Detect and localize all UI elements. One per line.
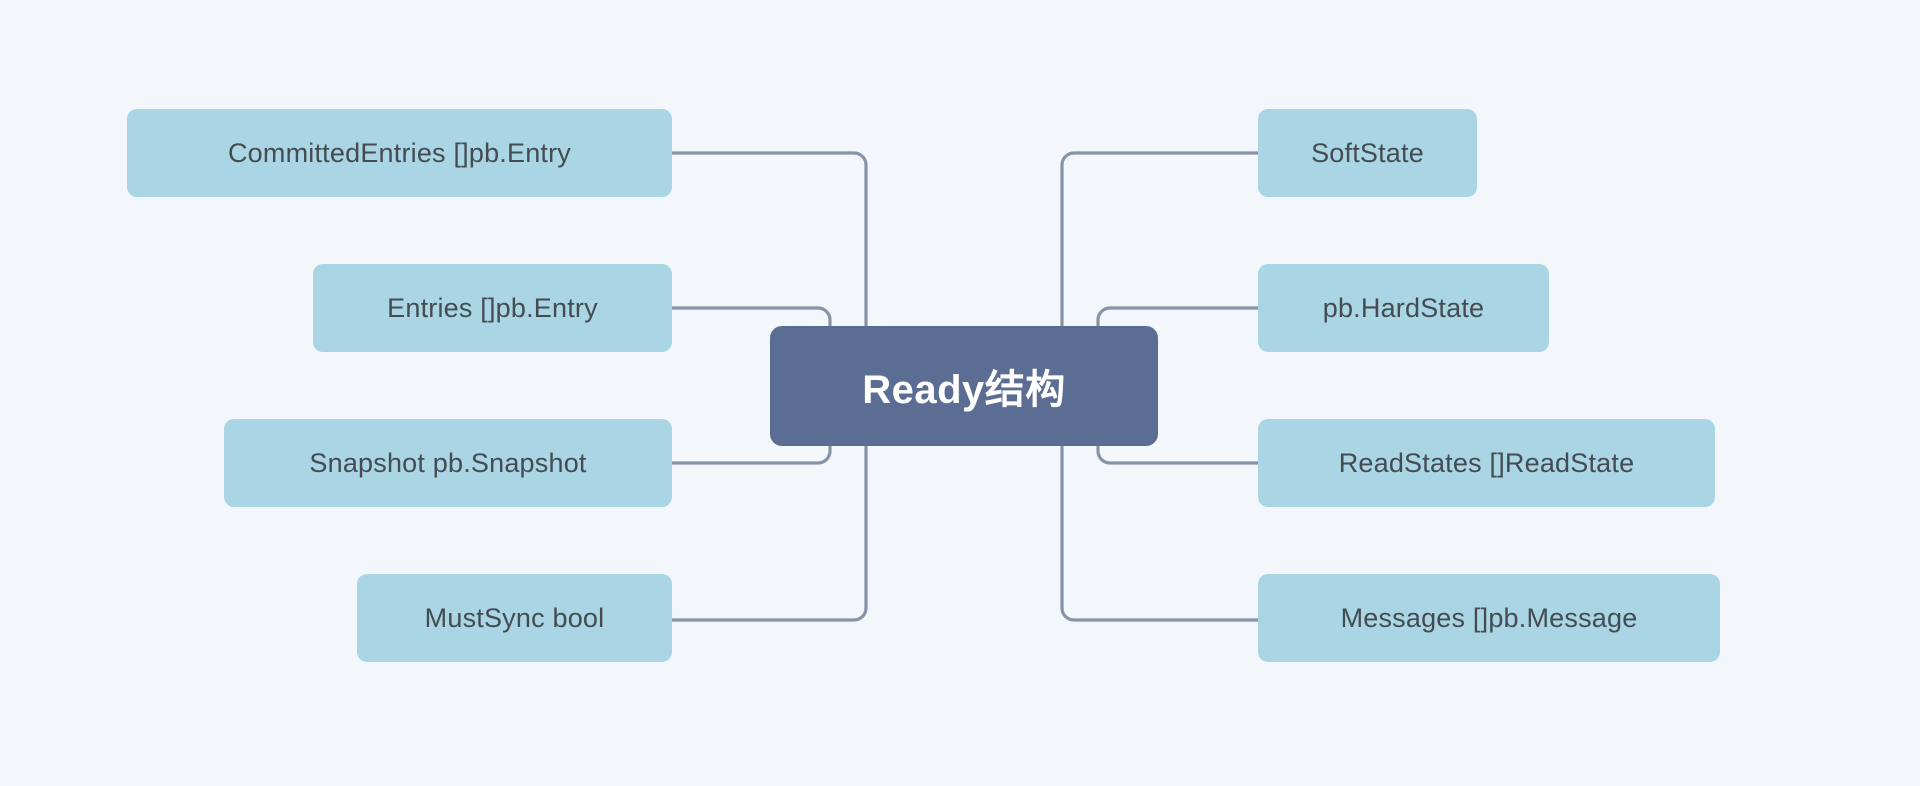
leaf-node-label: ReadStates []ReadState [1338,447,1635,478]
leaf-node-label: Entries []pb.Entry [387,292,598,323]
leaf-node-entries[interactable]: Entries []pb.Entry [313,264,672,352]
right-branch-3 [1096,390,1260,465]
leaf-node-messages[interactable]: Messages []pb.Message [1258,574,1720,662]
leaf-node-softstate[interactable]: SoftState [1258,109,1477,197]
leaf-node-committed-entries[interactable]: CommittedEntries []pb.Entry [127,109,672,197]
leaf-node-mustsync[interactable]: MustSync bool [357,574,672,662]
leaf-node-hardstate[interactable]: pb.HardState [1258,264,1549,352]
center-node-label: Ready结构 [862,368,1066,412]
leaf-node-readstates[interactable]: ReadStates []ReadState [1258,419,1715,507]
leaf-node-label: Messages []pb.Message [1340,602,1638,633]
leaf-node-label: pb.HardState [1322,292,1485,323]
leaf-node-label: SoftState [1311,137,1424,168]
right-branch-2 [1096,306,1260,382]
leaf-node-label: Snapshot pb.Snapshot [309,447,587,478]
left-branch-2 [670,306,832,382]
center-node-ready-struct[interactable]: Ready结构 [770,326,1158,446]
leaf-node-snapshot[interactable]: Snapshot pb.Snapshot [224,419,672,507]
leaf-node-label: CommittedEntries []pb.Entry [227,137,572,168]
left-branch-3 [670,390,832,465]
leaf-node-label: MustSync bool [424,602,605,633]
